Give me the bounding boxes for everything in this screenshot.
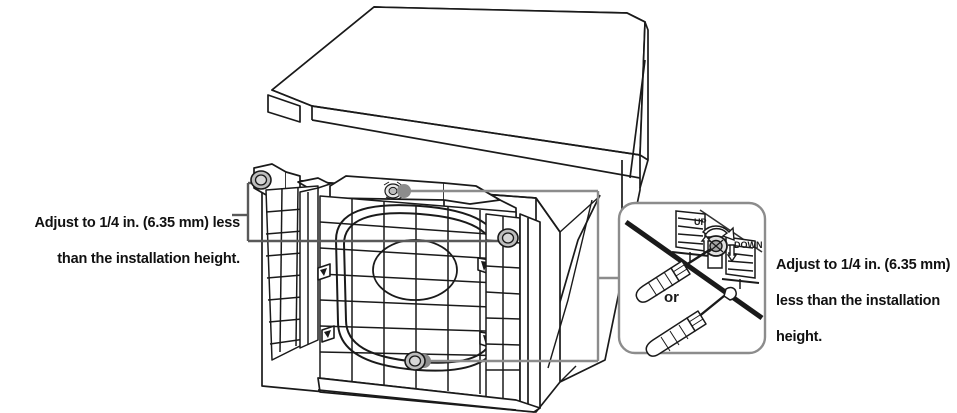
detail-callout-contents: UP DOWN or: [624, 209, 764, 357]
right-caption-line-3: height.: [776, 329, 823, 345]
right-caption-line-1: Adjust to 1/4 in. (6.35 mm): [776, 257, 951, 273]
leveling-screw-front-left: [250, 170, 272, 190]
detail-louver-left: [671, 210, 710, 262]
deck-front-lip: [267, 94, 641, 179]
detail-down-label: DOWN: [734, 240, 763, 250]
latch-arrow-upper-left: [317, 263, 331, 281]
detail-rotation-arrows: [701, 225, 735, 242]
right-caption-line-2: less than the installation: [776, 293, 940, 309]
leader-dot-adjuster: [397, 184, 411, 198]
right-frame-post: [519, 213, 541, 409]
detail-up-label: UP: [694, 217, 707, 227]
left-caption-text: Adjust to 1/4 in. (6.35 mm) less than th…: [14, 196, 240, 286]
left-caption-line-2: than the installation height.: [57, 251, 240, 267]
detail-down-arrow: [726, 244, 738, 263]
base-rail: [317, 377, 541, 413]
rear-cabinet-edges: [547, 195, 601, 383]
leveling-screw-bottom-center: [404, 351, 426, 371]
right-leader-bracket: [404, 189, 620, 363]
leveling-screw-front-right: [497, 228, 519, 248]
detail-or-label: or: [664, 289, 679, 306]
detail-cabinet-edge: [624, 219, 764, 321]
appliance-body: [253, 6, 649, 413]
detail-flat-head-screwdriver: [635, 247, 712, 303]
detail-nut-driver: [645, 286, 737, 357]
left-grille-subframe: [299, 187, 319, 349]
right-grille-column: [485, 213, 521, 405]
detail-up-arrow: [700, 234, 712, 253]
top-deck: [271, 6, 646, 156]
front-grille-door: [319, 195, 517, 401]
right-caption-text: Adjust to 1/4 in. (6.35 mm) less than th…: [776, 238, 952, 364]
latch-arrow-lower-left: [321, 325, 335, 343]
left-caption-line-1: Adjust to 1/4 in. (6.35 mm) less: [34, 215, 240, 231]
